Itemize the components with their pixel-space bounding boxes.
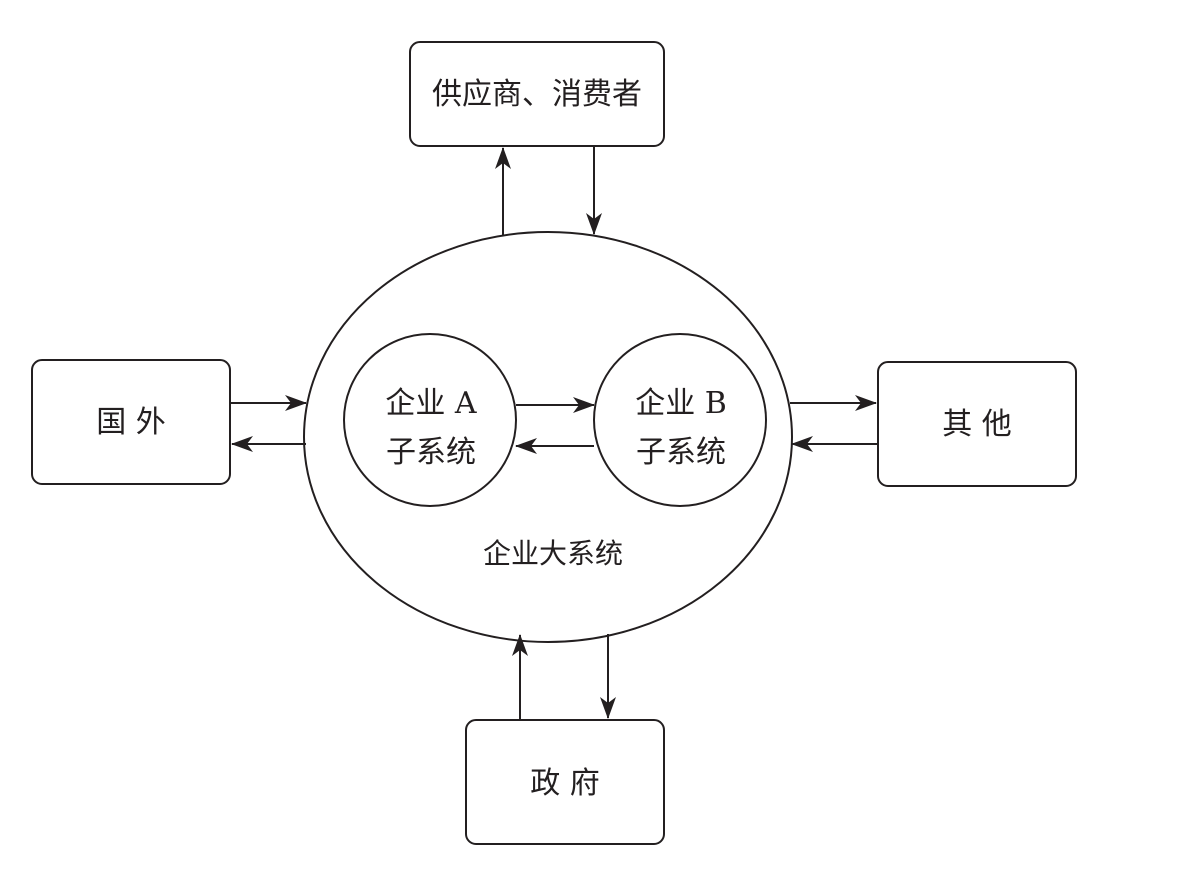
supplier-consumer-label: 供应商、消费者 xyxy=(432,77,642,112)
other-box xyxy=(877,361,1077,487)
subsystem-b-label-line2: 子系统 xyxy=(636,435,726,470)
foreign-label: 国 外 xyxy=(96,405,166,440)
subsystem-b-label-line1: 企业 B xyxy=(635,386,727,421)
subsystem-b-circle xyxy=(593,333,767,507)
other-label: 其 他 xyxy=(942,407,1012,442)
enterprise-system-label: 企业大系统 xyxy=(483,537,623,570)
government-box xyxy=(465,719,665,845)
supplier-consumer-box xyxy=(409,41,665,147)
subsystem-a-circle xyxy=(343,333,517,507)
subsystem-a-label-line1: 企业 A xyxy=(385,386,477,421)
subsystem-a-label-line2: 子系统 xyxy=(386,435,476,470)
government-label: 政 府 xyxy=(530,766,600,801)
foreign-box xyxy=(31,359,231,485)
